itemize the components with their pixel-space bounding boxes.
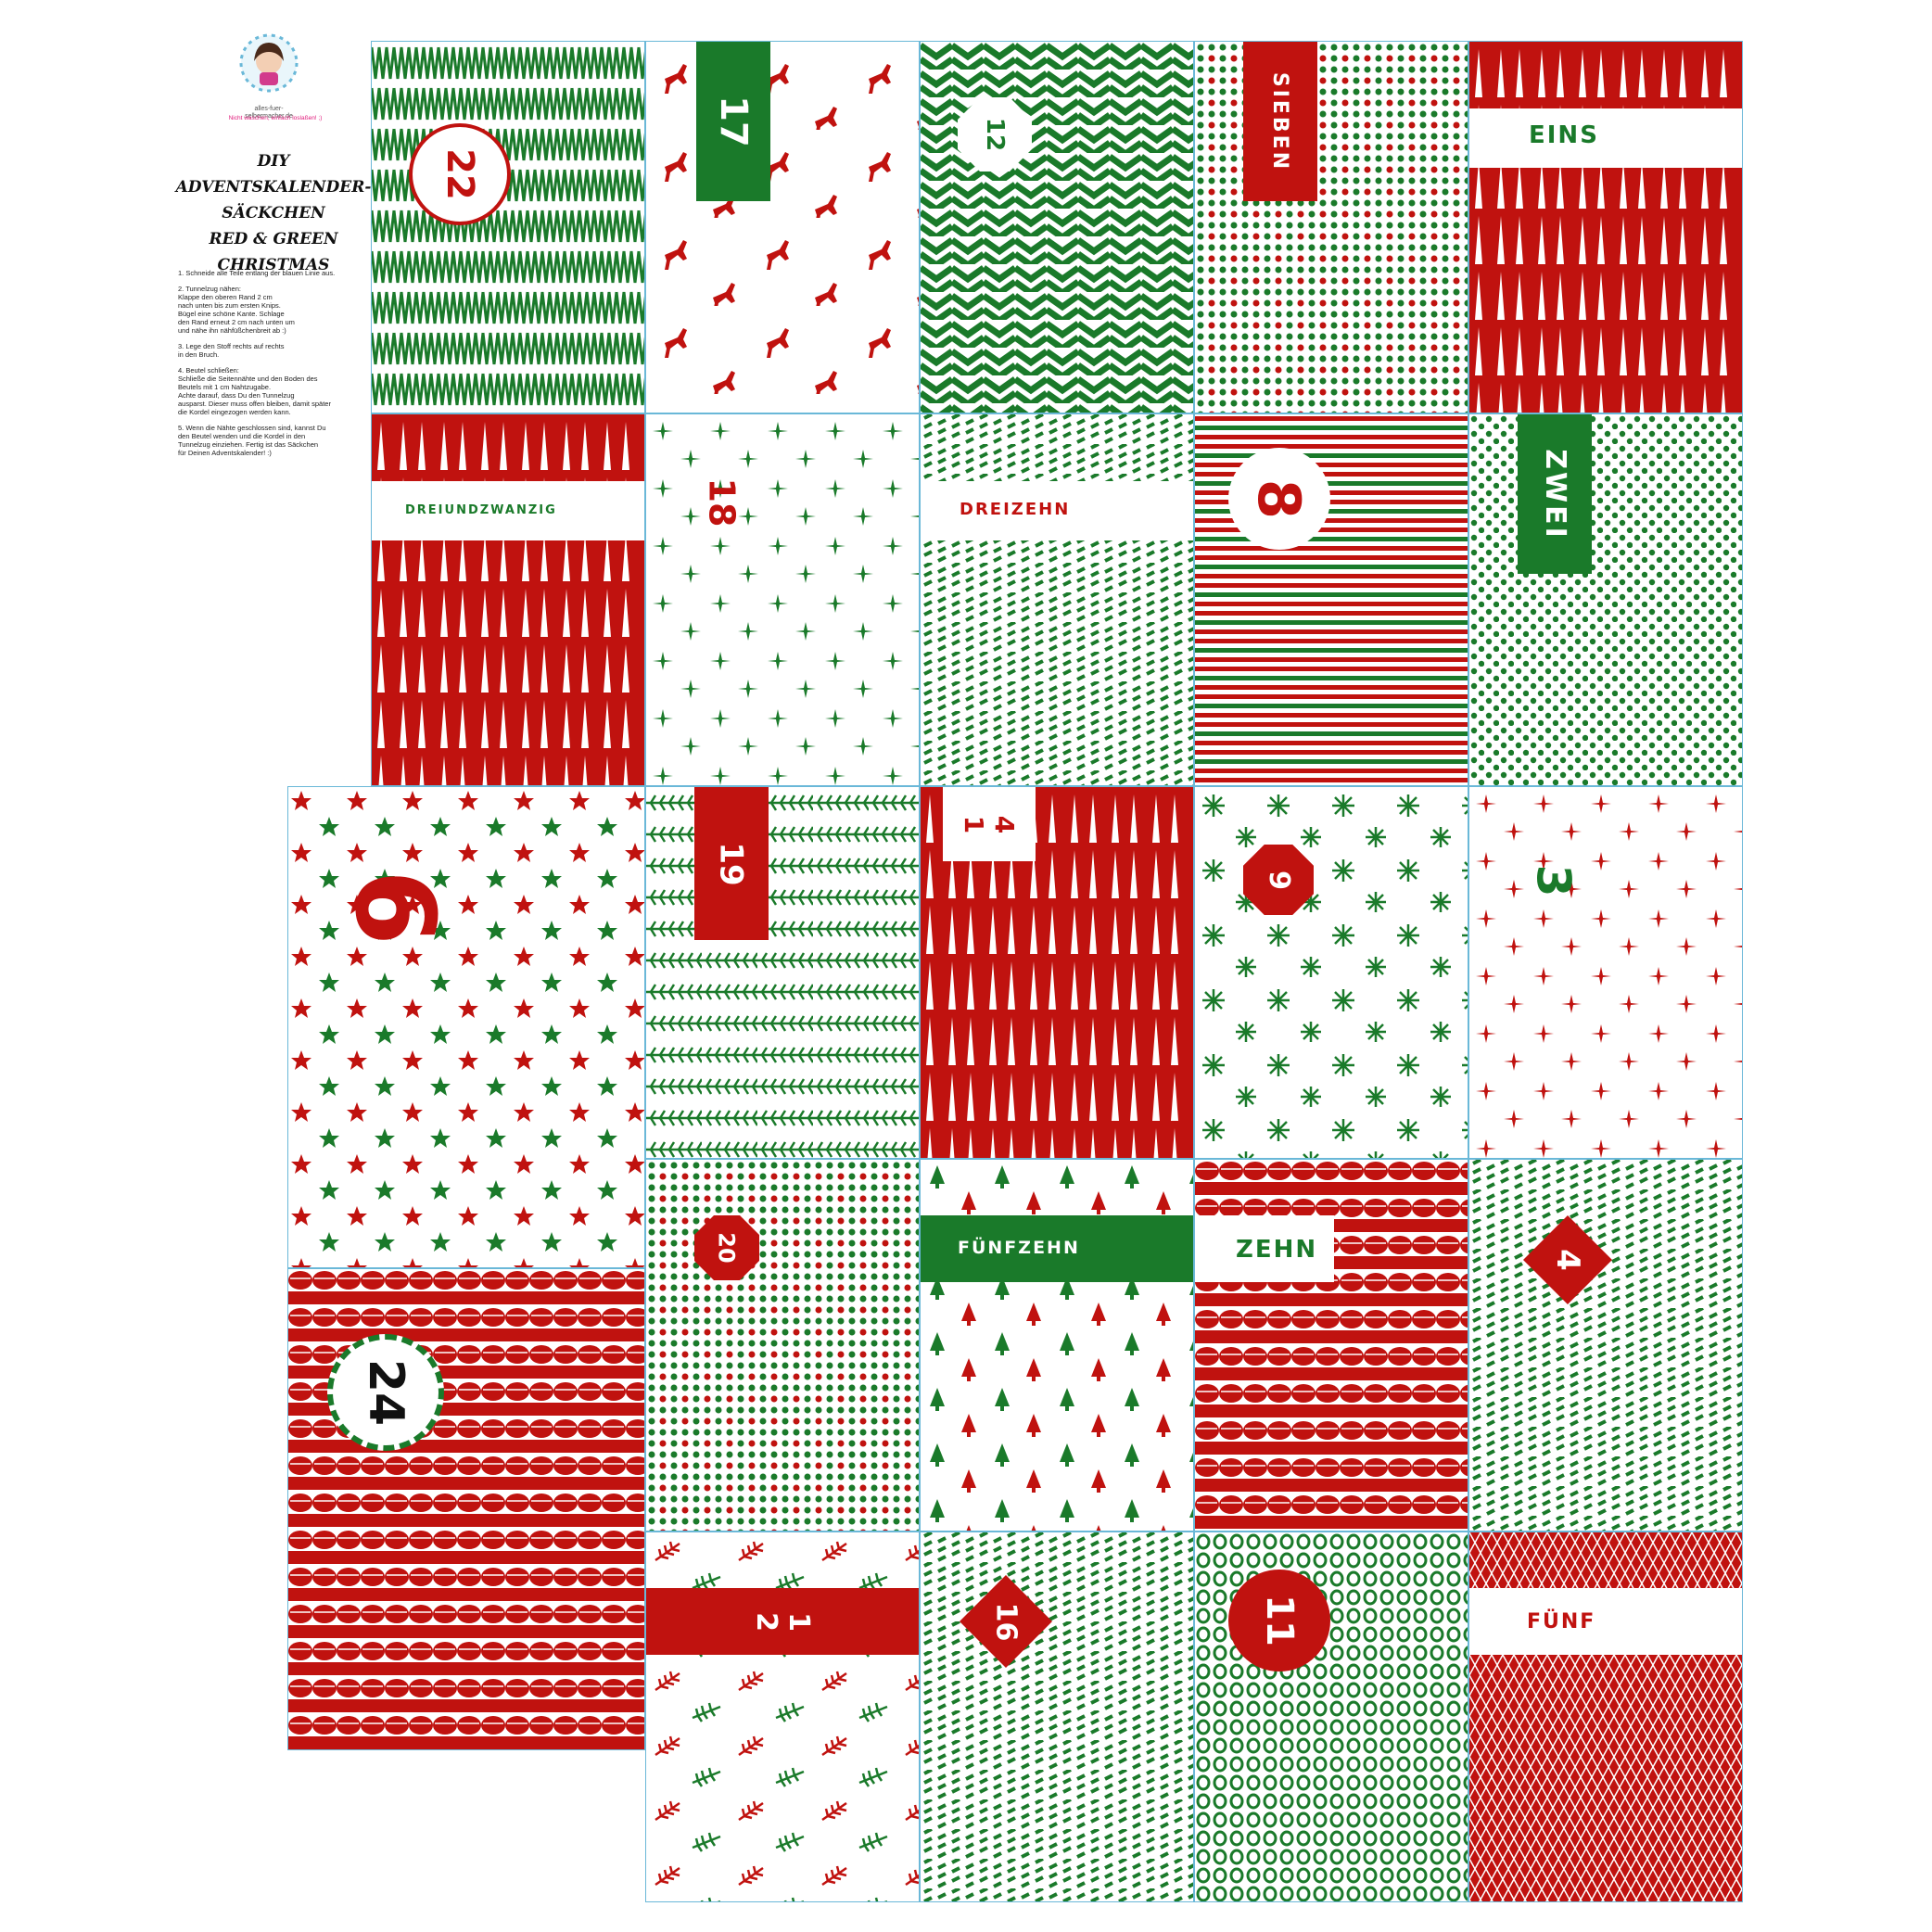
tile-24: 24: [287, 1268, 645, 1750]
tile-label-box: 18: [698, 470, 744, 535]
tile-20: 20: [645, 1159, 920, 1532]
tile-label-box: ZWEI: [1518, 414, 1592, 574]
tile-digit-2: 4: [989, 815, 1021, 833]
tile-label-box: 2 1: [646, 1588, 919, 1655]
tile-16: 16: [920, 1532, 1194, 1902]
tile-15: FÜNFZEHN: [920, 1159, 1194, 1532]
tile-label-box: 24: [327, 1334, 444, 1451]
tile-label-box: 8: [1228, 448, 1330, 550]
tile-2: ZWEI: [1468, 413, 1743, 786]
tile-number: 19: [712, 841, 750, 886]
tile-word: DREIZEHN: [960, 500, 1071, 519]
tile-14: 1 4: [920, 786, 1194, 1159]
tile-label-box: 17: [696, 42, 770, 201]
instruction-4: 4. Beutel schließen: Schließe die Seiten…: [178, 366, 331, 416]
label-band: [1469, 1588, 1742, 1655]
brand-tagline: Nicht waschen, einfach loslaßen! ;): [228, 115, 323, 121]
tile-4: 4: [1468, 1159, 1743, 1532]
tile-label-box: 9: [1243, 845, 1314, 915]
label-band: [372, 481, 644, 540]
tile-label-box: 11: [1228, 1570, 1330, 1671]
tile-10: ZEHN: [1194, 1159, 1468, 1532]
tile-8: 8: [1194, 413, 1468, 786]
tile-12: 12: [920, 41, 1194, 413]
tile-23: DREIUNDZWANZIG: [371, 413, 645, 786]
page-title: DIY ADVENTSKALENDER- SÄCKCHEN RED & GREE…: [167, 148, 380, 278]
tile-17: 17: [645, 41, 920, 413]
tile-number: 16: [989, 1602, 1023, 1641]
tile-number: 9: [1262, 870, 1295, 890]
instruction-1: 1. Schneide alle Teile entlang der blaue…: [178, 269, 336, 277]
tile-number: 22: [409, 123, 511, 225]
label-band: [1195, 1215, 1334, 1282]
label-band: [921, 481, 1193, 540]
tile-number: 4: [1548, 1249, 1586, 1271]
instruction-3: 3. Lege den Stoff rechts auf rechts in d…: [178, 342, 285, 359]
tile-word: FÜNFZEHN: [958, 1238, 1080, 1258]
tile-number: 24: [358, 1358, 413, 1427]
tile-digit-1: 1: [958, 815, 989, 833]
tile-digit-2: 1: [782, 1611, 815, 1632]
tile-word: ZEHN: [1236, 1236, 1318, 1264]
instruction-5: 5. Wenn die Nähte geschlossen sind, kann…: [178, 424, 326, 457]
tile-number: 18: [701, 477, 743, 527]
tile-6: 6: [287, 786, 645, 1268]
tile-5: FÜNF: [1468, 1532, 1743, 1902]
tile-label-box: 20: [694, 1215, 759, 1280]
tile-number: 3: [1525, 864, 1580, 897]
tile-9: 9: [1194, 786, 1468, 1159]
tile-word: DREIUNDZWANZIG: [405, 503, 557, 517]
label-band: [921, 1215, 1193, 1282]
tile-number: 6: [330, 869, 459, 947]
logo-icon: [239, 33, 299, 93]
tile-13: DREIZEHN: [920, 413, 1194, 786]
tile-word: FÜNF: [1527, 1610, 1596, 1633]
tile-label-box: SIEBEN: [1243, 42, 1317, 201]
tile-21: 2 1: [645, 1532, 920, 1902]
tile-label-box: 12: [958, 97, 1032, 172]
tile-label-box: 6: [331, 843, 459, 972]
tile-number: 12: [981, 117, 1009, 152]
tile-label-box: 3: [1525, 848, 1581, 913]
tile-18: 18: [645, 413, 920, 786]
tile-label-box: 1 4: [943, 787, 1036, 861]
tile-number: 8: [1245, 478, 1314, 519]
brand-name: alles-fuer-selbermacher.de: [245, 106, 293, 120]
label-band: [1469, 108, 1742, 168]
title-line-3: RED & GREEN CHRISTMAS: [209, 230, 338, 274]
tile-word: EINS: [1529, 121, 1599, 149]
tile-number: 17: [711, 95, 755, 147]
tile-1: EINS: [1468, 41, 1743, 413]
tile-22: 22: [371, 41, 645, 413]
tile-word: SIEBEN: [1268, 71, 1292, 172]
tile-3: 3: [1468, 786, 1743, 1159]
tile-11: 11: [1194, 1532, 1468, 1902]
title-line-1: DIY ADVENTSKALENDER-: [175, 152, 372, 197]
tile-label-box: 19: [694, 787, 769, 940]
tile-word: ZWEI: [1538, 448, 1571, 540]
tile-number: 20: [714, 1232, 740, 1264]
title-line-2: SÄCKCHEN: [222, 204, 325, 222]
tile-7: SIEBEN: [1194, 41, 1468, 413]
brand-logo: alles-fuer-selbermacher.de: [232, 28, 306, 130]
tile-19: 19: [645, 786, 920, 1159]
tile-digit-1: 2: [750, 1611, 783, 1632]
instruction-2: 2. Tunnelzug nähen: Klappe den oberen Ra…: [178, 285, 295, 335]
tile-number: 11: [1257, 1595, 1301, 1646]
instructions: 1. Schneide alle Teile entlang der blaue…: [178, 269, 363, 464]
